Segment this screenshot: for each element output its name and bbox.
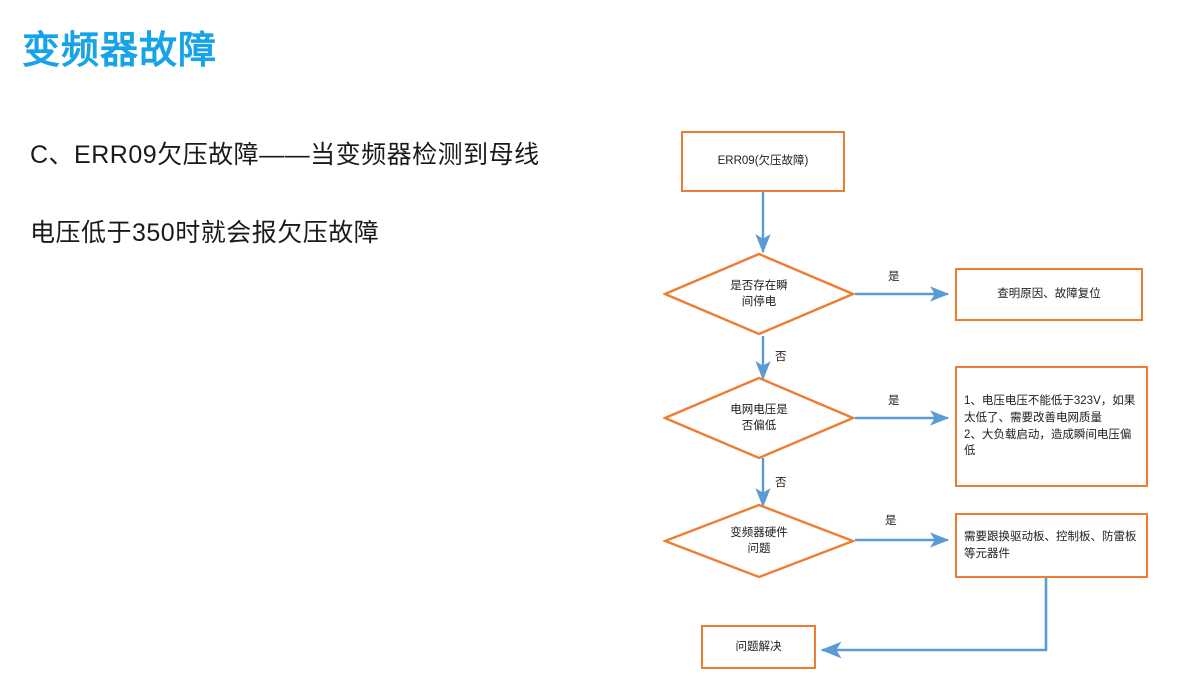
body-paragraph-line-2: 电压低于350时就会报欠压故障: [30, 219, 380, 247]
flow-node-action-find-cause[interactable]: 查明原因、故障复位: [955, 268, 1143, 321]
flow-node-action-replace-boards-label: 需要跟换驱动板、控制板、防雷板等元器件: [964, 530, 1137, 560]
flow-node-decision-power-loss[interactable]: 是否存在瞬 间停电: [663, 252, 855, 336]
edge-label-power-loss-yes: 是: [888, 271, 900, 283]
flow-node-action-voltage-notes-label: 1、电压电压不能低于323V，如果太低了、需要改善电网质量 2、大负载启动，造成…: [964, 395, 1136, 458]
flow-node-decision-grid-voltage-label: 电网电压是 否偏低: [730, 403, 788, 432]
edge-label-grid-voltage-yes: 是: [888, 395, 900, 407]
flow-node-action-voltage-notes[interactable]: 1、电压电压不能低于323V，如果太低了、需要改善电网质量 2、大负载启动，造成…: [955, 366, 1148, 487]
flow-node-action-replace-boards[interactable]: 需要跟换驱动板、控制板、防雷板等元器件: [955, 513, 1148, 578]
flow-node-action-find-cause-label: 查明原因、故障复位: [997, 288, 1101, 301]
flow-node-decision-power-loss-label: 是否存在瞬 间停电: [730, 279, 788, 308]
edge-label-power-loss-no: 否: [775, 351, 787, 363]
flow-node-decision-grid-voltage[interactable]: 电网电压是 否偏低: [663, 376, 855, 460]
edge-label-hardware-yes: 是: [885, 515, 897, 527]
body-paragraph-line-1: C、ERR09欠压故障——当变频器检测到母线: [30, 141, 540, 169]
flow-node-end-resolved-label: 问题解决: [735, 640, 782, 653]
flow-node-decision-hardware-fault-label: 变频器硬件 问题: [730, 526, 788, 555]
edge-label-grid-voltage-no: 否: [775, 477, 787, 489]
page-title: 变频器故障: [22, 30, 218, 72]
flow-node-decision-hardware-fault[interactable]: 变频器硬件 问题: [663, 503, 855, 579]
flow-node-end-resolved[interactable]: 问题解决: [701, 625, 816, 669]
flow-node-start-label: ERR09(欠压故障): [717, 155, 809, 168]
flow-node-start[interactable]: ERR09(欠压故障): [681, 131, 845, 192]
